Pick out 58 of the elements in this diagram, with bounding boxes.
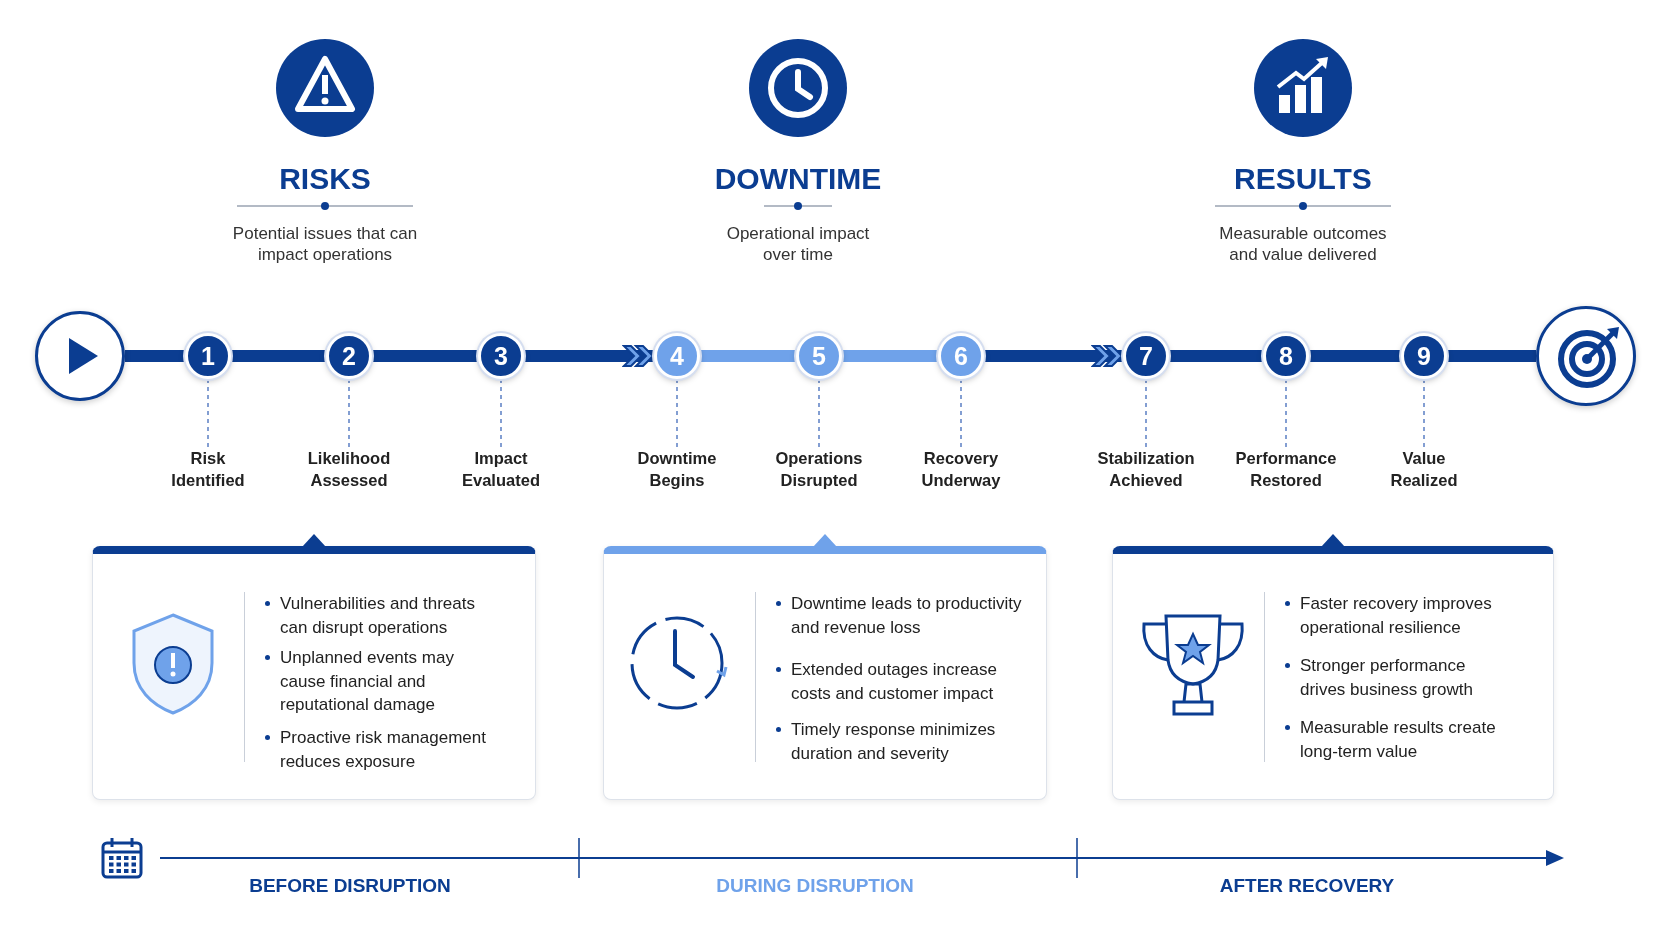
timeline-segment: [372, 350, 478, 362]
bullet-text: Proactive risk management reduces exposure: [264, 726, 500, 773]
step-label: Operations Disrupted: [763, 447, 875, 491]
info-card: [603, 546, 1047, 800]
step-number: 2: [326, 333, 372, 379]
step-number: 7: [1123, 333, 1169, 379]
step-number: 9: [1401, 333, 1447, 379]
bullet-text: Stronger performance drives business growth: [1284, 654, 1515, 701]
step-number: 6: [938, 333, 984, 379]
section-heading: RISKS: [278, 161, 372, 197]
timeline-segment: [231, 350, 326, 362]
step-label: Likelihood Assessed: [293, 447, 405, 491]
timeline-segment: [1169, 350, 1263, 362]
timeline-segment: [125, 350, 185, 362]
section-subtitle: Operational impact over time: [725, 223, 871, 266]
step-number: 3: [478, 333, 524, 379]
step-number: 8: [1263, 333, 1309, 379]
timeline-segment: [1447, 350, 1536, 362]
leader-line: [960, 378, 962, 448]
timeline-segment: [842, 350, 938, 362]
leader-line: [348, 378, 350, 448]
step-label: Stabilization Achieved: [1090, 447, 1202, 491]
start-circle: [35, 311, 125, 401]
step-label: Recovery Underway: [905, 447, 1017, 491]
phase-label: BEFORE DISRUPTION: [248, 874, 452, 898]
step-number: 5: [796, 333, 842, 379]
bullet-text: Timely response minimizes duration and severity: [775, 718, 1036, 765]
info-card: [1112, 546, 1554, 800]
section-subtitle: Potential issues that can impact operations: [231, 223, 419, 266]
section-subtitle: Measurable outcomes and value delivered: [1218, 223, 1388, 266]
timeline-segment: [700, 350, 796, 362]
leader-line: [207, 378, 209, 448]
leader-line: [1423, 378, 1425, 448]
bullet-text: Unplanned events may cause financial and reputational damage: [264, 646, 500, 717]
leader-line: [1285, 378, 1287, 448]
step-label: Risk Identified: [152, 447, 264, 491]
leader-line: [818, 378, 820, 448]
end-circle: [1536, 306, 1636, 406]
bullet-text: Measurable results create long-term value: [1284, 716, 1515, 763]
section-heading: RESULTS: [1233, 161, 1373, 197]
step-label: Impact Evaluated: [445, 447, 557, 491]
step-label: Downtime Begins: [621, 447, 733, 491]
bullet-text: Vulnerabilities and threats can disrupt operations: [264, 592, 500, 639]
timeline-segment: [1309, 350, 1401, 362]
info-card: [92, 546, 536, 800]
leader-line: [1145, 378, 1147, 448]
step-number: 1: [185, 333, 231, 379]
bullet-text: Downtime leads to productivity and revenue loss: [775, 592, 1036, 639]
section-heading: DOWNTIME: [713, 161, 883, 197]
leader-line: [676, 378, 678, 448]
step-label: Value Realized: [1368, 447, 1480, 491]
bullet-text: Extended outages increase costs and customer impact: [775, 658, 1036, 705]
bullet-text: Faster recovery improves operational resilience: [1284, 592, 1515, 639]
phase-label: DURING DISRUPTION: [715, 874, 915, 898]
phase-label: AFTER RECOVERY: [1218, 874, 1396, 898]
step-label: Performance Restored: [1230, 447, 1342, 491]
leader-line: [500, 378, 502, 448]
step-number: 4: [654, 333, 700, 379]
